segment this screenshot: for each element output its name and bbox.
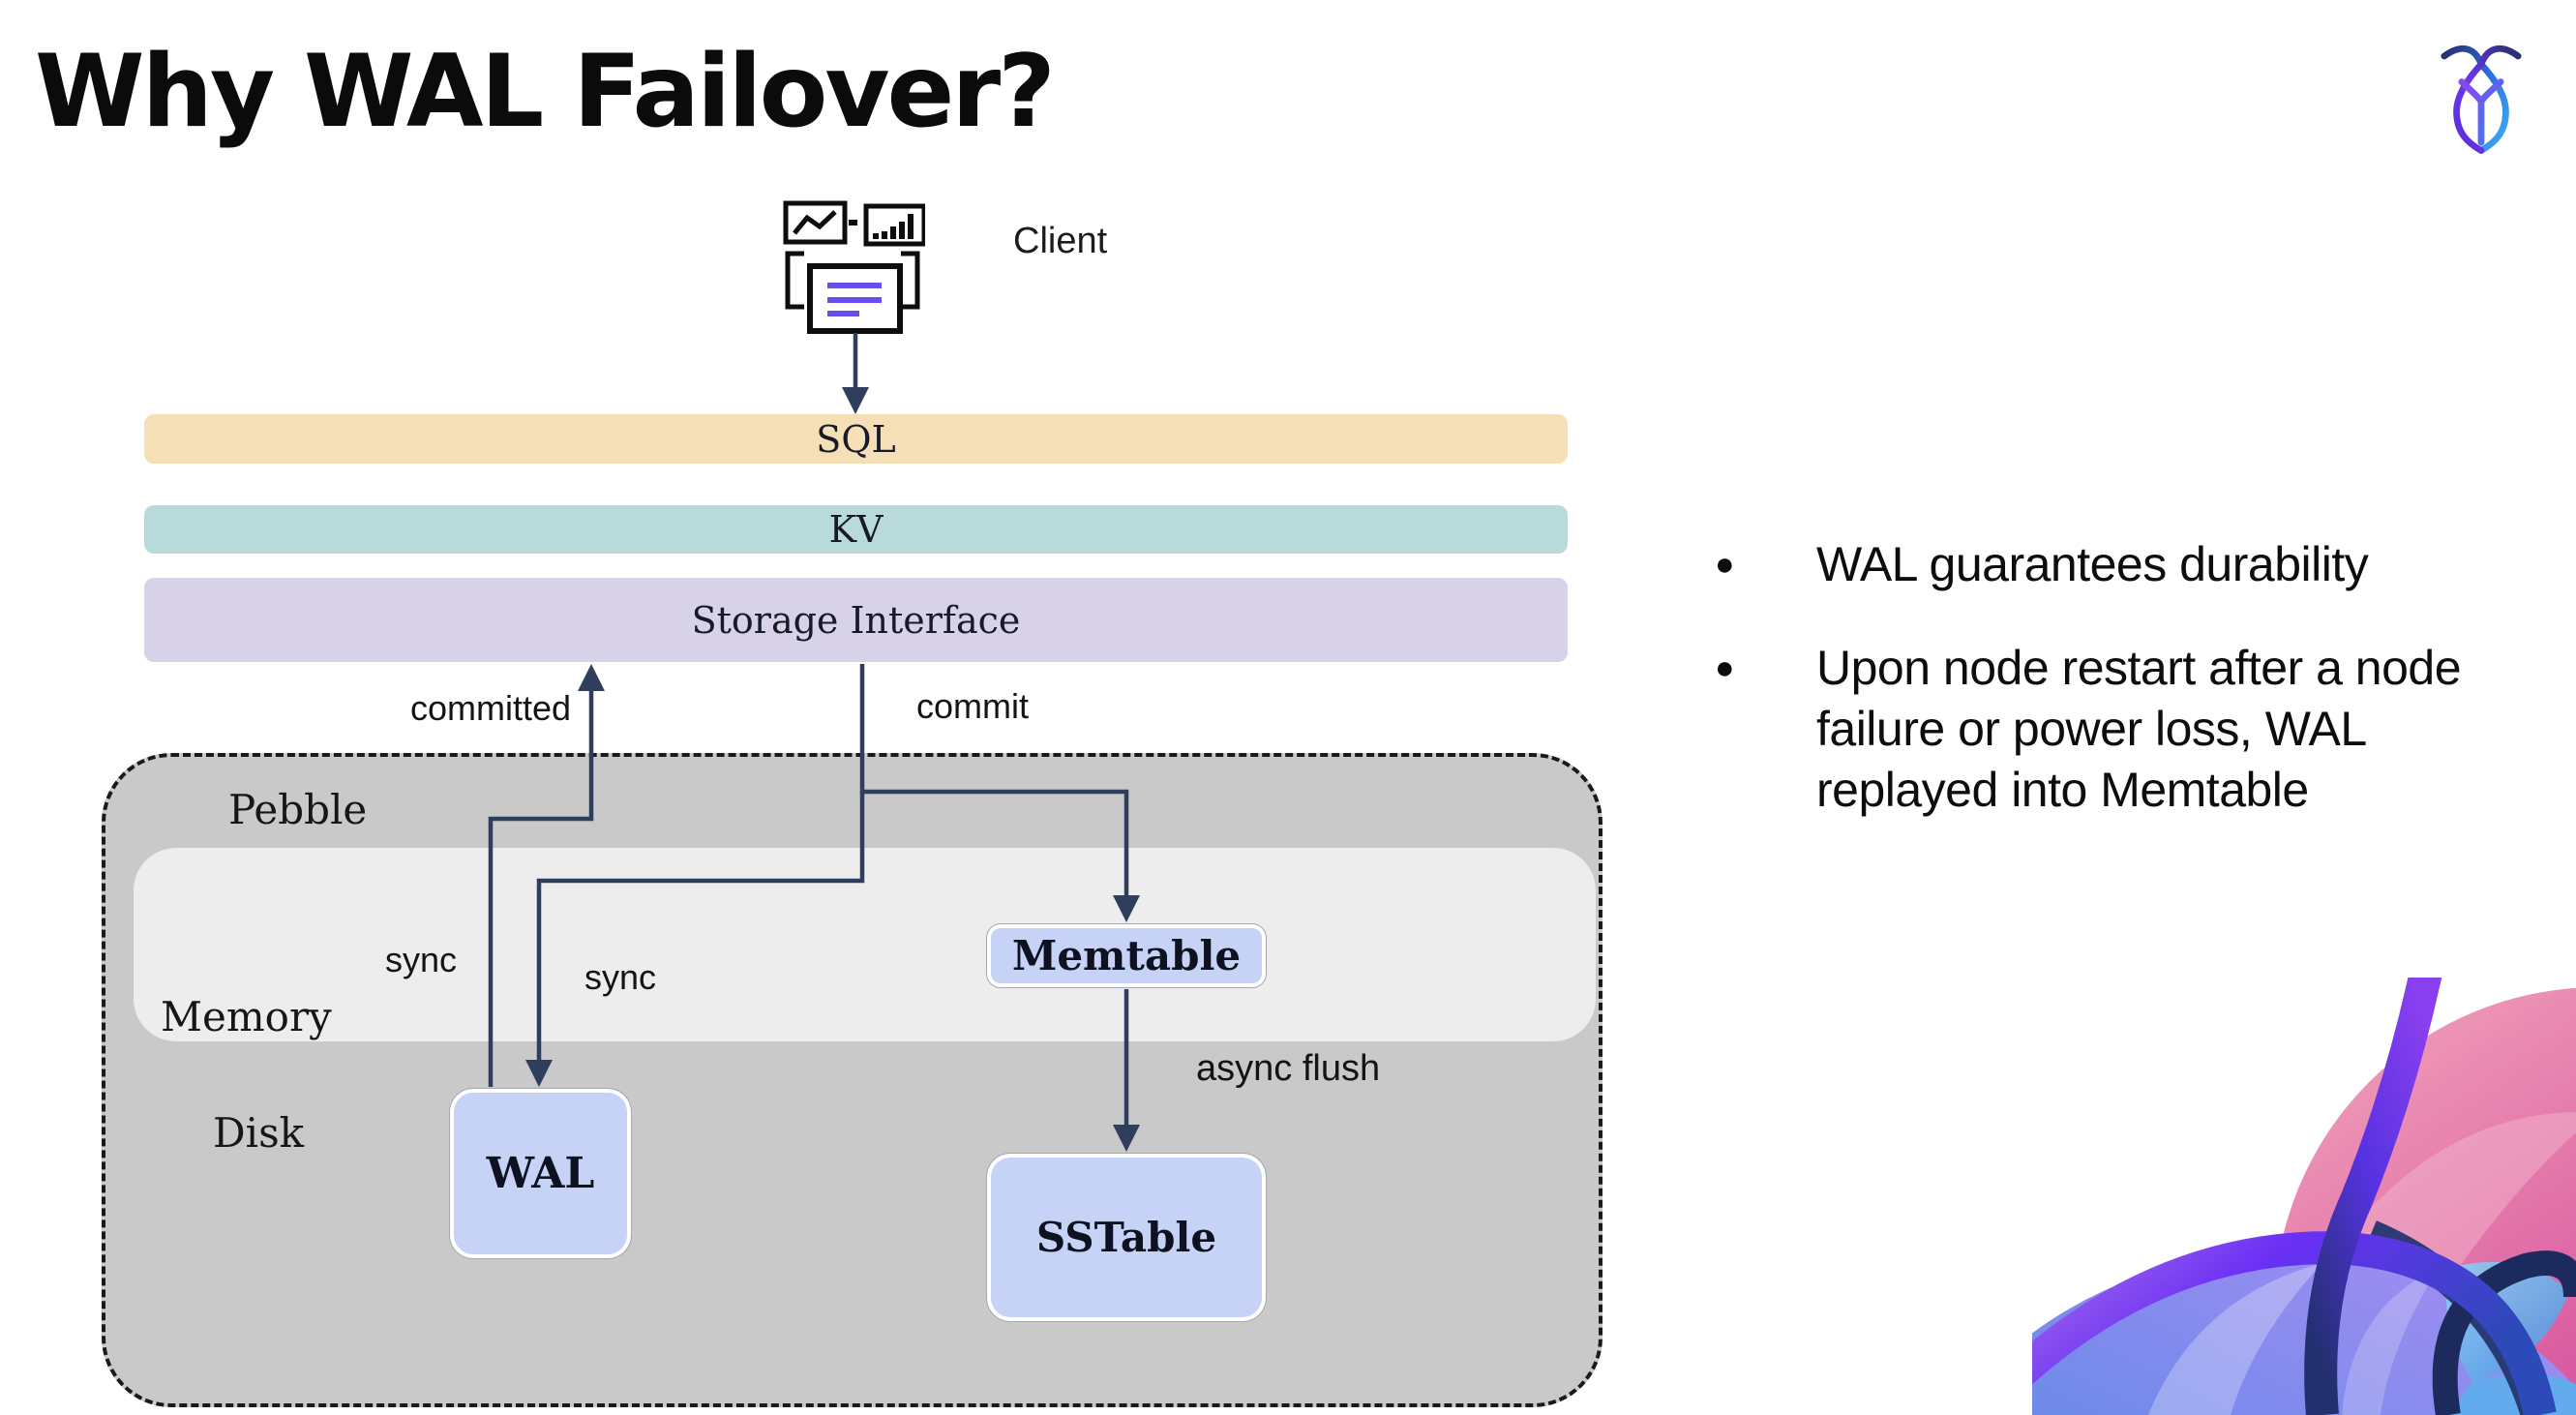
bullet-item: ● WAL guarantees durability [1715, 534, 2566, 595]
bullet-item: ● Upon node restart after a node failure… [1715, 638, 2566, 821]
memory-band [134, 848, 1596, 1041]
layer-bar-kv: KV [144, 505, 1568, 554]
cockroachdb-logo-icon [2441, 45, 2522, 154]
edge-label-sync-left: sync [385, 940, 458, 979]
layer-label-storage: Storage Interface [691, 598, 1021, 642]
client-monitors-icon [783, 200, 925, 334]
layer-bar-sql: SQL [144, 414, 1568, 464]
wal-box: WAL [449, 1088, 632, 1259]
pebble-label: Pebble [228, 786, 368, 833]
edge-label-async-flush: async flush [1196, 1048, 1381, 1089]
sstable-label: SSTable [1035, 1214, 1217, 1261]
bullet-dot: ● [1715, 649, 1735, 686]
arrowhead-client-to-sql [842, 387, 869, 414]
memtable-box: Memtable [986, 923, 1267, 988]
arrowhead-committed-up [578, 664, 605, 691]
bullet-list: ● WAL guarantees durability ● Upon node … [1715, 534, 2566, 863]
wal-label: WAL [486, 1149, 595, 1198]
client-label: Client [1013, 221, 1108, 261]
bullet-dot: ● [1715, 546, 1735, 583]
memory-label: Memory [161, 993, 332, 1040]
cockroach-brand-art [2032, 978, 2576, 1415]
layer-label-kv: KV [828, 508, 884, 551]
layer-label-sql: SQL [816, 417, 896, 461]
disk-label: Disk [213, 1109, 305, 1157]
bullet-text: Upon node restart after a node failure o… [1816, 641, 2462, 817]
slide-title: Why WAL Failover? [35, 34, 1056, 150]
edge-label-committed: committed [410, 688, 572, 728]
edge-label-sync-right: sync [584, 957, 657, 997]
layer-bar-storage: Storage Interface [144, 578, 1568, 662]
edge-label-commit: commit [916, 686, 1029, 726]
memtable-label: Memtable [1011, 932, 1242, 979]
bullet-text: WAL guarantees durability [1816, 537, 2369, 591]
sstable-box: SSTable [986, 1153, 1267, 1322]
